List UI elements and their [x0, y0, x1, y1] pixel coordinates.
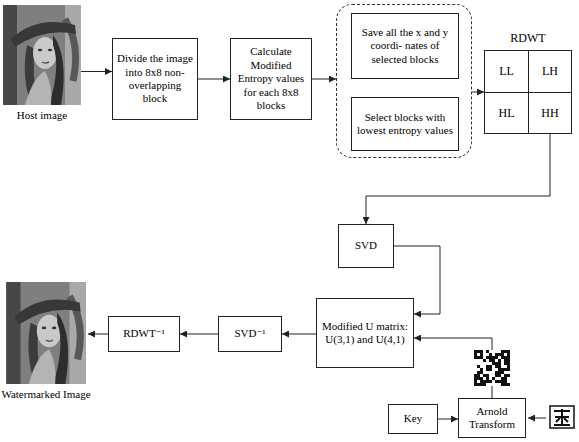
- block-heading: RDWT: [474, 31, 579, 45]
- box-label: Arnold Transform: [463, 405, 521, 432]
- subband-cell: HH: [528, 92, 572, 134]
- box-label: LH: [542, 64, 558, 79]
- rdwt-subbands: LLLHHLHHRDWT: [484, 50, 572, 134]
- flow-arrow: [438, 419, 458, 420]
- flow-arrow: [312, 79, 336, 80]
- subband-cell: LL: [484, 50, 529, 93]
- image-caption: Watermarked Image: [0, 388, 94, 401]
- watermark-logo: [548, 404, 576, 430]
- box-label: Select blocks with lowest entropy values: [356, 111, 454, 138]
- process-box: Calculate Modified Entropy values for ea…: [230, 38, 312, 120]
- process-box: SVD: [338, 224, 394, 268]
- box-label: HL: [499, 106, 515, 121]
- box-label: Modified U matrix: U(3,1) and U(4,1): [321, 320, 409, 347]
- flow-arrow: [198, 79, 230, 80]
- watermarked-image: Watermarked Image: [4, 282, 88, 384]
- watermark-arrow: [528, 418, 546, 419]
- process-box: SVD⁻¹: [218, 316, 282, 352]
- lena-photo: [6, 282, 86, 384]
- box-label: SVD: [355, 239, 377, 252]
- process-box: Select blocks with lowest entropy values: [351, 97, 459, 151]
- process-box: Save all the x and y coordi- nates of se…: [351, 13, 459, 79]
- host-image: Host image: [3, 5, 81, 105]
- subband-cell: LH: [528, 50, 572, 93]
- process-box: Divide the image into 8x8 non-overlappin…: [112, 38, 198, 120]
- qr-ground: [474, 350, 510, 386]
- box-label: HH: [541, 106, 558, 121]
- box-label: RDWT⁻¹: [123, 327, 165, 340]
- scrambled-watermark: [474, 350, 510, 386]
- watermarked-photo: [4, 282, 88, 384]
- subband-cell: HL: [484, 92, 529, 134]
- qr-cells: [474, 350, 510, 386]
- process-box: Arnold Transform: [458, 398, 526, 438]
- box-label: Divide the image into 8x8 non-overlappin…: [117, 52, 193, 106]
- logo-frame: [550, 406, 574, 428]
- flow-arrow: [88, 334, 108, 335]
- process-box: RDWT⁻¹: [108, 316, 180, 352]
- flow-arrow: [282, 334, 316, 335]
- box-label: Calculate Modified Entropy values for ea…: [235, 45, 307, 112]
- box-label: SVD⁻¹: [234, 327, 265, 340]
- dashed-group: Save all the x and y coordi- nates of se…: [336, 4, 472, 158]
- image-caption: Host image: [0, 109, 87, 122]
- box-label: Key: [404, 412, 422, 425]
- flow-arrow: [81, 71, 112, 72]
- process-box: Key: [388, 404, 438, 434]
- logo-glyph: [554, 409, 570, 425]
- flow-arrow: [472, 92, 484, 93]
- box-label: Save all the x and y coordi- nates of se…: [356, 26, 454, 66]
- host-photo: [3, 5, 81, 105]
- flow-arrow: [180, 334, 218, 335]
- lena-photo: [3, 5, 81, 105]
- box-label: LL: [499, 64, 514, 79]
- process-box: Modified U matrix: U(3,1) and U(4,1): [316, 298, 414, 368]
